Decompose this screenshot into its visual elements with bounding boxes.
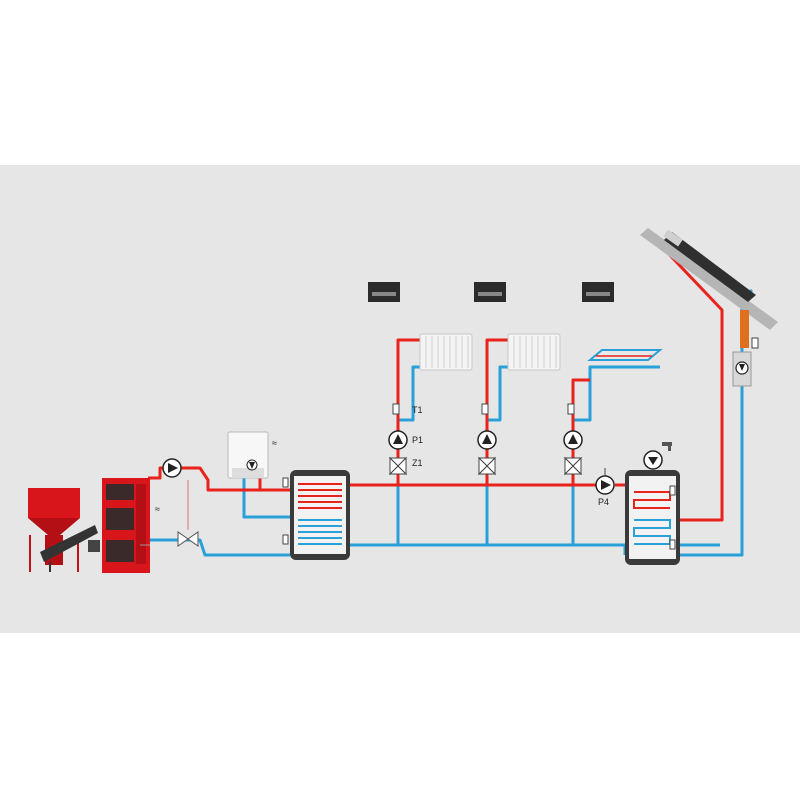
solar-collector-icon [640, 228, 778, 330]
temperature-sensor-icon [392, 403, 400, 415]
room-thermostat-icon [582, 282, 614, 302]
mixing-valve-icon [177, 531, 199, 547]
label-p1: P1 [412, 435, 423, 445]
floor-heating-icon [587, 349, 663, 361]
svg-text:≈: ≈ [155, 504, 160, 514]
svg-text:≈: ≈ [272, 438, 277, 448]
pump-icon [388, 430, 408, 450]
supply-pipe-radiator-2 [485, 338, 508, 470]
wall-boiler-icon: ≈ [227, 431, 277, 479]
radiator-icon [419, 333, 473, 371]
supply-pipe-radiator-1 [396, 338, 420, 470]
radiator-icon [507, 333, 561, 371]
temperature-sensor-icon [567, 403, 575, 415]
supply-pipe-solar [663, 248, 724, 522]
buffer-tank-icon [282, 470, 350, 560]
room-thermostat-icon [474, 282, 506, 302]
label-z1: Z1 [412, 458, 423, 468]
supply-pipe-boiler-out [148, 466, 290, 492]
mixing-valve-icon [477, 456, 497, 476]
mixing-valve-icon [563, 456, 583, 476]
boiler-pump-icon [162, 458, 182, 478]
label-p4: P4 [598, 497, 609, 507]
solar-pump-station-icon [732, 310, 759, 387]
pump-icon [477, 430, 497, 450]
hot-water-tank-icon [625, 470, 680, 565]
room-thermostat-icon [368, 282, 400, 302]
temperature-sensor-icon [481, 403, 489, 415]
label-t1: T1 [412, 405, 423, 415]
pump-icon [563, 430, 583, 450]
tap-icon [662, 442, 672, 451]
pellet-hopper-icon [28, 488, 100, 572]
mixing-valve-icon [388, 456, 408, 476]
return-pipe-boiler-to-buffer [148, 538, 290, 557]
boiler-icon: ≈ [102, 478, 160, 573]
pump-icon [595, 475, 615, 495]
pump-icon [643, 450, 663, 470]
supply-pipes [148, 248, 724, 522]
